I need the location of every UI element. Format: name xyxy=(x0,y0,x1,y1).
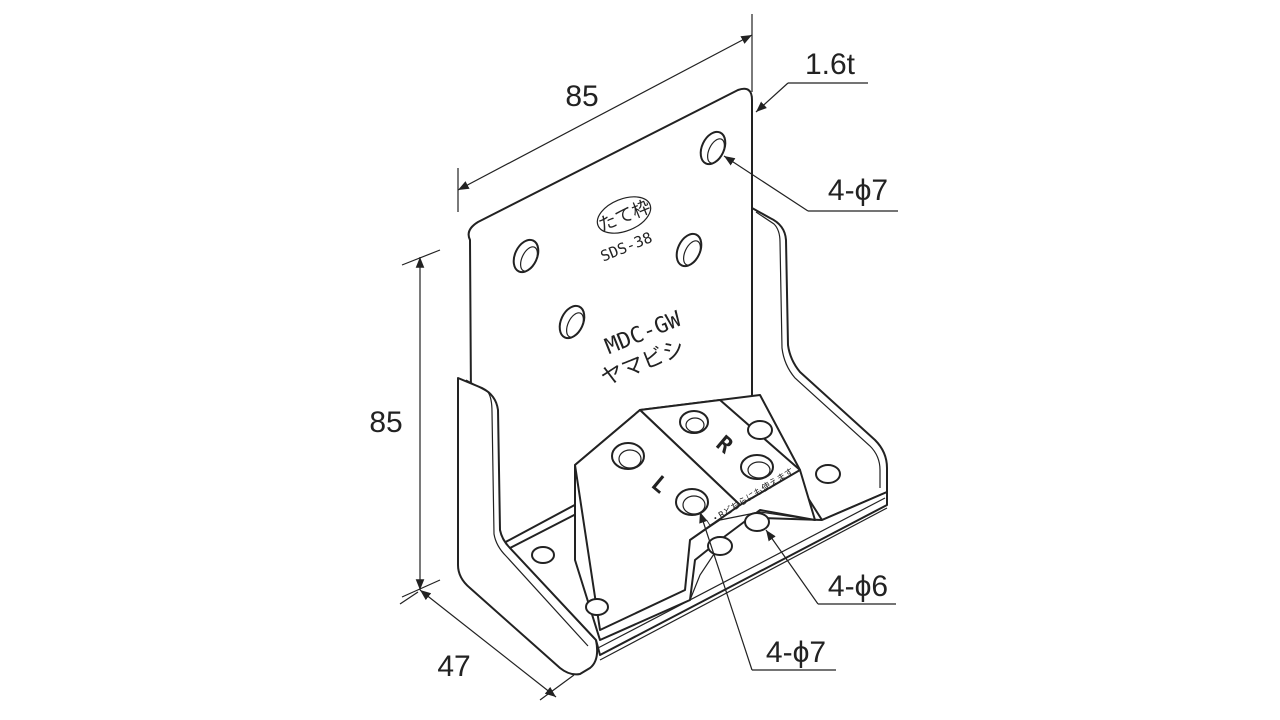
base-holes xyxy=(531,512,770,616)
hole-upper-left xyxy=(512,238,540,274)
hole-seat-5 xyxy=(747,420,773,440)
dim-depth: 47 xyxy=(399,589,575,701)
hole-upper-low xyxy=(558,304,586,340)
dim-depth-label: 47 xyxy=(437,650,470,683)
hole-seat-6 xyxy=(815,464,841,484)
callout-base-large: 4-ϕ7 xyxy=(699,511,836,671)
hole-base-2 xyxy=(707,536,733,556)
dim-thickness-label: 1.6t xyxy=(805,48,856,81)
callout-base-small: 4-ϕ6 xyxy=(765,529,896,605)
hole-seat-4 xyxy=(740,454,774,480)
callout-base-large-label: 4-ϕ7 xyxy=(766,636,826,669)
dim-height-label: 85 xyxy=(369,406,402,439)
dim-width-label: 85 xyxy=(565,80,598,113)
callout-upper-holes: 4-ϕ7 xyxy=(723,155,898,212)
stamp-oval xyxy=(596,196,652,234)
hole-base-4 xyxy=(585,598,609,616)
dim-width: 85 xyxy=(457,14,753,212)
hole-seat-2 xyxy=(679,410,709,434)
hole-base-3 xyxy=(531,546,555,564)
hole-upper-mid xyxy=(675,232,703,268)
dim-height: 85 xyxy=(369,249,441,598)
hole-seat-1 xyxy=(611,442,645,470)
hole-seat-3 xyxy=(675,488,709,516)
hole-base-1 xyxy=(744,512,770,532)
callout-upper-holes-label: 4-ϕ7 xyxy=(828,174,888,207)
callout-base-small-label: 4-ϕ6 xyxy=(828,570,888,603)
dim-thickness: 1.6t xyxy=(755,48,868,113)
seat-holes xyxy=(611,410,841,516)
